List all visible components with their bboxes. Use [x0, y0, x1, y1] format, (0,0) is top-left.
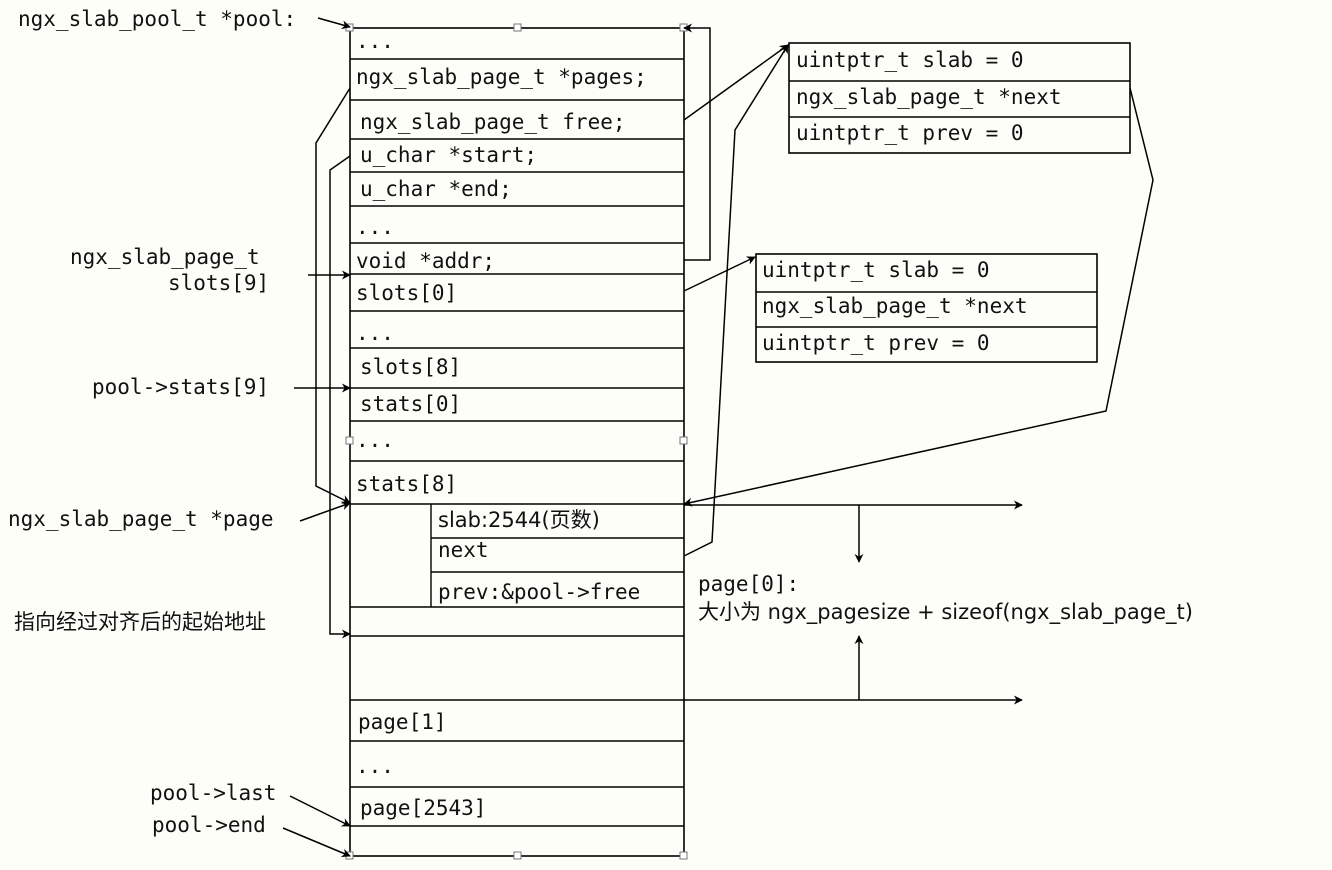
aligned-start-label: 指向经过对齐后的起始地址	[14, 610, 266, 634]
free-box-slab: uintptr_t slab = 0	[796, 48, 1024, 72]
field-start: u_char *start;	[360, 143, 537, 167]
slot-box-slab: uintptr_t slab = 0	[762, 258, 990, 282]
field-pages: ngx_slab_page_t *pages;	[356, 65, 647, 89]
page0-title: page[0]:	[698, 572, 799, 596]
field-end: u_char *end;	[360, 177, 512, 201]
page-ellipsis: ...	[356, 754, 394, 778]
free-box-prev: uintptr_t prev = 0	[796, 121, 1024, 145]
free-box-next: ngx_slab_page_t *next	[796, 85, 1062, 109]
free-page-box: uintptr_t slab = 0 ngx_slab_page_t *next…	[788, 42, 1131, 154]
page-2543: page[2543]	[360, 796, 486, 820]
slot-page-box: uintptr_t slab = 0 ngx_slab_page_t *next…	[755, 253, 1098, 363]
field-addr: void *addr;	[356, 249, 495, 273]
page-1: page[1]	[358, 710, 447, 734]
pool-struct: ... ngx_slab_page_t *pages; ngx_slab_pag…	[345, 23, 688, 860]
field-stats-0: stats[0]	[360, 392, 461, 416]
stats-label: pool->stats[9]	[92, 375, 269, 399]
page0-next: next	[438, 538, 489, 562]
page0-size: 大小为 ngx_pagesize + sizeof(ngx_slab_page_…	[698, 600, 1193, 625]
field-ellipsis-2: ...	[356, 215, 394, 239]
field-ellipsis-4: ...	[356, 428, 394, 452]
pool-pointer-label: ngx_slab_pool_t *pool:	[18, 7, 296, 31]
page-pointer-label: ngx_slab_page_t *page	[8, 507, 274, 531]
slots-label-line1: ngx_slab_page_t	[70, 245, 260, 269]
slot-box-next: ngx_slab_page_t *next	[762, 294, 1028, 318]
slot-box-prev: uintptr_t prev = 0	[762, 331, 990, 355]
slots-label-line2: slots[9]	[168, 271, 269, 295]
field-slots-8: slots[8]	[360, 355, 461, 379]
field-slots-0: slots[0]	[356, 281, 457, 305]
field-free: ngx_slab_page_t free;	[360, 110, 626, 134]
page0-prev: prev:&pool->free	[438, 580, 640, 604]
page0-slab: slab:2544(页数)	[438, 508, 600, 532]
field-ellipsis-1: ...	[356, 29, 394, 53]
connectors	[282, 17, 1154, 858]
field-ellipsis-3: ...	[356, 321, 394, 345]
pool-last-label: pool->last	[150, 781, 276, 805]
pool-end-label: pool->end	[152, 813, 266, 837]
field-stats-8: stats[8]	[356, 472, 457, 496]
